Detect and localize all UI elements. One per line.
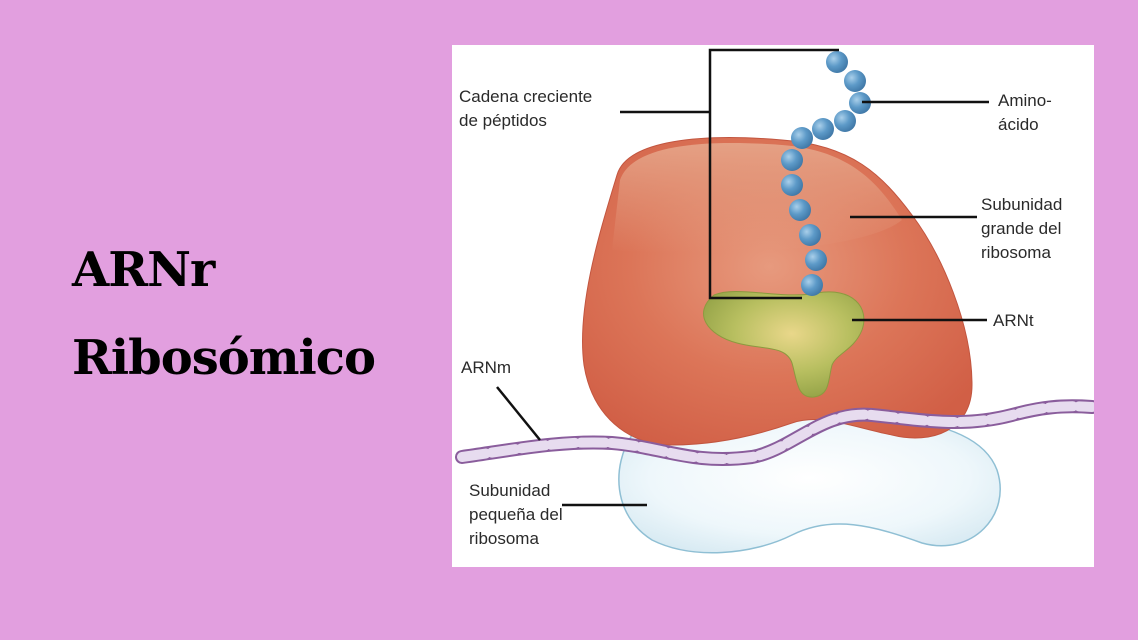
slide-title: ARNr Ribosómico: [72, 226, 376, 402]
label-small-subunit: Subunidad pequeña del ribosoma: [469, 481, 563, 548]
mrna-strand: [455, 399, 1094, 466]
ribosome-diagram: Cadena creciente de péptidos Amino- ácid…: [452, 45, 1094, 567]
label-amino-acid: Amino- ácido: [998, 91, 1052, 134]
label-peptide-chain: Cadena creciente de péptidos: [459, 87, 593, 130]
label-leader-lines: [496, 48, 989, 507]
label-mrna: ARNm: [461, 358, 512, 377]
label-large-subunit: Subunidad grande del ribosoma: [981, 195, 1063, 262]
title-line-2: Ribosómico: [72, 330, 376, 386]
amino-acid-chain: [781, 51, 871, 296]
title-line-1: ARNr: [72, 242, 215, 298]
large-subunit-highlight: [612, 142, 902, 254]
label-trna: ARNt: [993, 311, 1034, 330]
